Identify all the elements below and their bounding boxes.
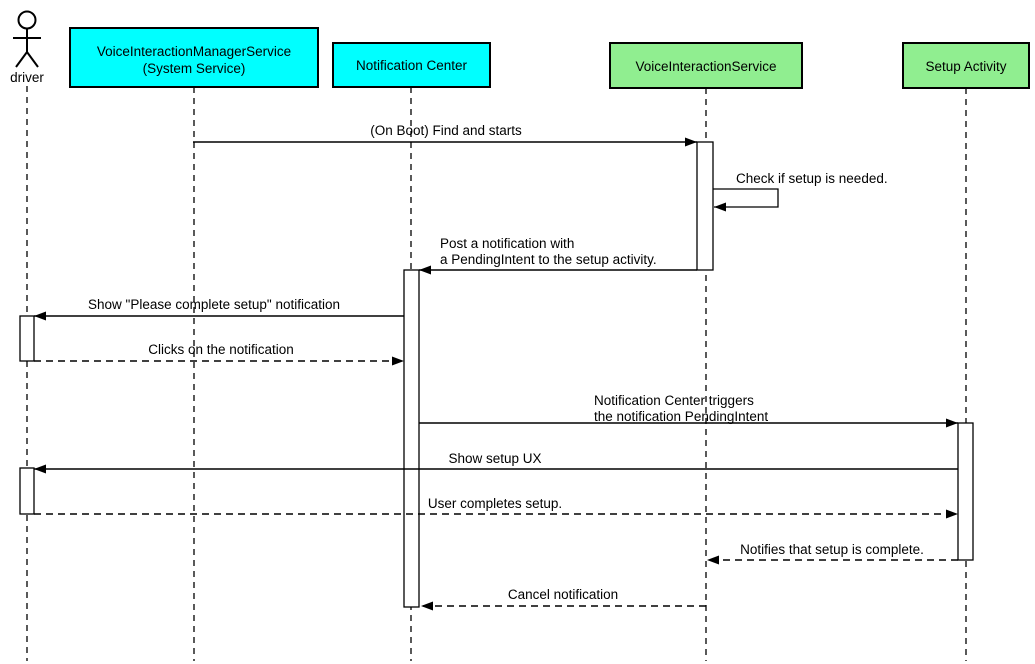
- actor-leg-left: [15, 51, 28, 68]
- activation-driver-1: [19, 315, 35, 362]
- message-check-if-setup-is-needed: Check if setup is needed.: [713, 171, 888, 212]
- actor-label: driver: [10, 70, 44, 85]
- participant-setup-activity: Setup Activity: [902, 42, 1030, 89]
- activation-voice-interaction-service: [696, 141, 714, 271]
- message-clicks-on-the-notification: Clicks on the notification: [34, 342, 404, 366]
- message-self-arrow: [713, 188, 779, 212]
- participant-label-line1: Setup Activity: [925, 59, 1006, 74]
- message-label: Cancel notification: [508, 587, 618, 602]
- message-label: Check if setup is needed.: [736, 171, 888, 186]
- actor-driver: driver: [10, 10, 44, 85]
- participant-label-line2: (System Service): [143, 61, 246, 76]
- message-cancel-notification: Cancel notification: [421, 587, 706, 611]
- message-label-line1: Notification Center triggers: [594, 393, 754, 408]
- activation-driver-2: [19, 467, 35, 515]
- message-post-notification-with-pendingintent: Post a notification with a PendingIntent…: [419, 236, 697, 275]
- participant-label-line1: VoiceInteractionManagerService: [97, 44, 291, 59]
- participant-notification-center: Notification Center: [332, 42, 491, 88]
- message-label: Clicks on the notification: [148, 342, 294, 357]
- participant-label-line1: Notification Center: [356, 58, 468, 73]
- message-label-line2: the notification PendingIntent: [594, 409, 768, 424]
- message-label: Show setup UX: [448, 451, 541, 466]
- participant-box: [609, 42, 803, 89]
- activation-notification-center: [403, 269, 420, 608]
- message-label-line1: Post a notification with: [440, 236, 574, 251]
- message-on-boot-find-and-starts: (On Boot) Find and starts: [193, 123, 697, 147]
- message-user-completes-setup: User completes setup.: [34, 496, 958, 519]
- message-label: Show "Please complete setup" notificatio…: [88, 297, 340, 312]
- participant-voice-interaction-service: VoiceInteractionService: [609, 42, 803, 89]
- participant-box: [332, 42, 491, 88]
- message-show-please-complete-setup-notification: Show "Please complete setup" notificatio…: [34, 297, 404, 321]
- activation-setup-activity: [957, 422, 974, 561]
- participant-box: [69, 27, 319, 88]
- message-label-line2: a PendingIntent to the setup activity.: [440, 252, 657, 267]
- message-label: User completes setup.: [428, 496, 562, 511]
- actor-leg-right: [26, 51, 39, 68]
- message-label: Notifies that setup is complete.: [740, 542, 924, 557]
- message-notifies-setup-complete: Notifies that setup is complete.: [707, 542, 958, 565]
- participant-voice-interaction-manager-service: VoiceInteractionManagerService (System S…: [69, 27, 319, 88]
- participant-label-line1: VoiceInteractionService: [635, 59, 776, 74]
- message-show-setup-ux: Show setup UX: [34, 451, 958, 474]
- message-label: (On Boot) Find and starts: [370, 123, 522, 138]
- message-notification-center-triggers-pendingintent: Notification Center triggers the notific…: [419, 393, 958, 428]
- participant-box: [902, 42, 1030, 89]
